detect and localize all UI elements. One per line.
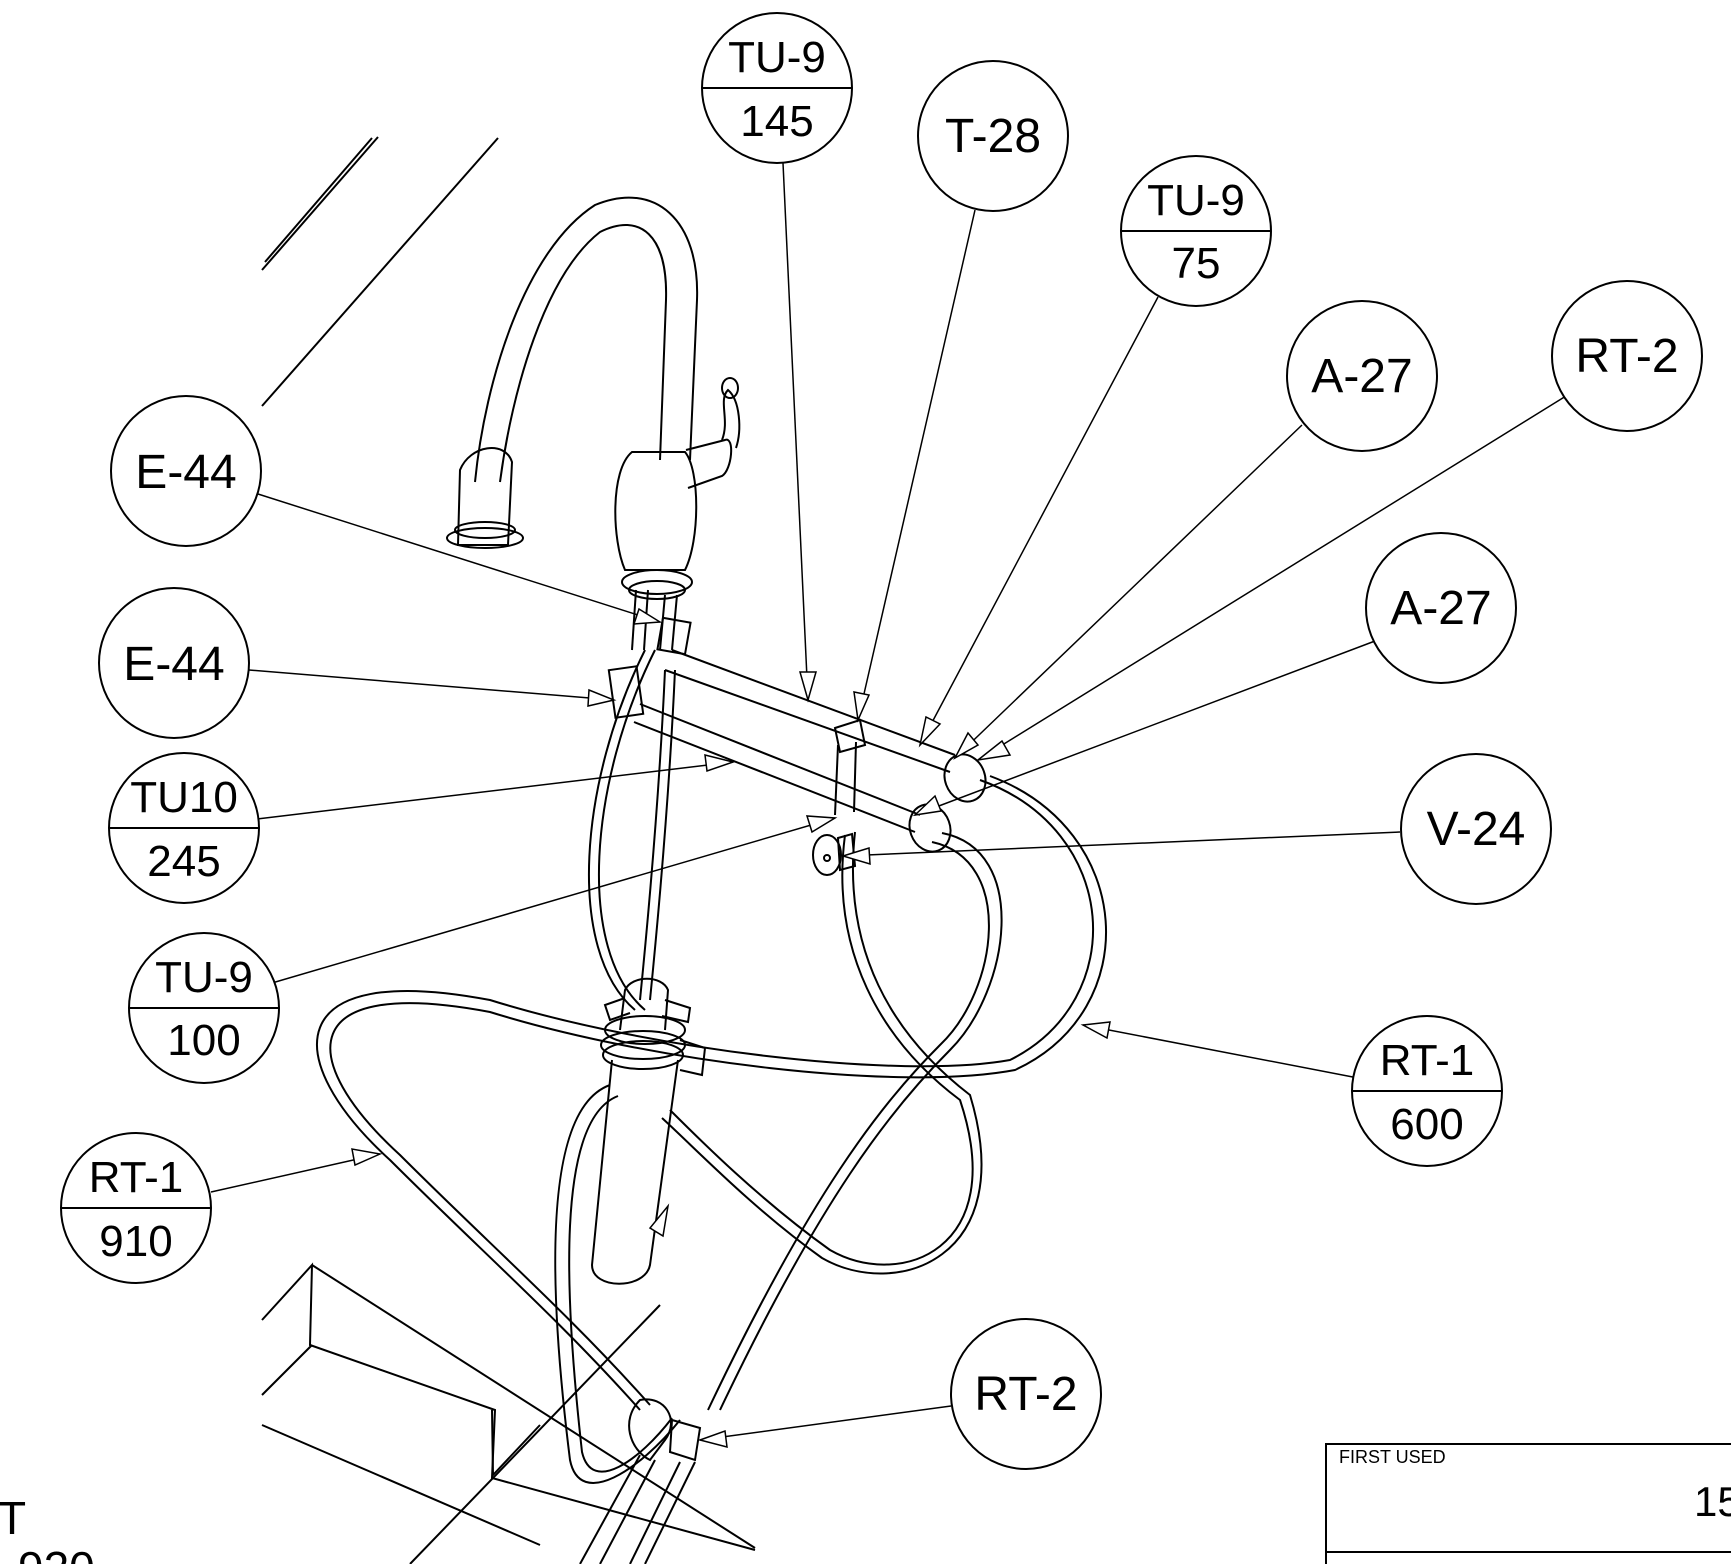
callout-balloon-a27-mid: A-27 xyxy=(1365,532,1517,684)
cut-off-number: 920 xyxy=(18,1542,95,1564)
cabinet-outline xyxy=(261,1262,756,1564)
callout-id: A-27 xyxy=(1390,582,1491,635)
manifold xyxy=(607,649,987,876)
callout-balloon-t28: T-28 xyxy=(917,60,1069,212)
callout-balloon-tu9-145: TU-9 145 xyxy=(701,12,853,164)
callout-id: TU-9 xyxy=(728,33,826,82)
callout-id: E-44 xyxy=(135,446,236,499)
callout-id: TU-9 xyxy=(1147,176,1245,225)
callout-balloon-e44-lower: E-44 xyxy=(98,587,250,739)
callout-balloon-v24: V-24 xyxy=(1400,753,1552,905)
callout-qty: 245 xyxy=(147,837,220,886)
leader-lines xyxy=(210,162,1567,1449)
callout-balloon-a27-top: A-27 xyxy=(1286,300,1438,452)
callout-qty: 600 xyxy=(1390,1100,1463,1149)
first-used-value: 15 xyxy=(1694,1478,1731,1525)
hoses xyxy=(316,649,1107,1484)
callout-id: TU10 xyxy=(130,773,238,822)
callout-qty: 145 xyxy=(740,97,813,146)
callout-id: E-44 xyxy=(123,638,224,691)
callout-id: A-27 xyxy=(1311,350,1412,403)
title-block: FIRST USED 15 xyxy=(1325,1443,1731,1564)
callout-qty: 100 xyxy=(167,1016,240,1065)
callout-id: RT-2 xyxy=(1575,330,1678,383)
callout-id: RT-1 xyxy=(1380,1036,1475,1085)
faucet-spout xyxy=(446,196,699,549)
callout-balloon-rt1-910: RT-1 910 xyxy=(60,1132,212,1284)
callout-balloon-tu9-75: TU-9 75 xyxy=(1120,155,1272,307)
cut-off-label: T 920 xyxy=(0,1492,95,1564)
callout-balloon-e44-upper: E-44 xyxy=(110,395,262,547)
callout-id: RT-1 xyxy=(89,1153,184,1202)
reference-lines xyxy=(261,136,499,407)
callout-id: TU-9 xyxy=(155,953,253,1002)
faucet-body xyxy=(614,377,741,600)
callout-balloon-rt2-bottom: RT-2 xyxy=(950,1318,1102,1470)
callout-balloon-tu10-245: TU10 245 xyxy=(108,752,260,904)
callout-id: RT-2 xyxy=(974,1368,1077,1421)
callout-id: V-24 xyxy=(1427,803,1526,856)
callout-balloon-rt2-top: RT-2 xyxy=(1551,280,1703,432)
callout-balloon-rt1-600: RT-1 600 xyxy=(1351,1015,1503,1167)
cut-off-letter: T xyxy=(0,1492,26,1544)
shank-tubes xyxy=(631,589,692,656)
callout-qty: 910 xyxy=(99,1217,172,1266)
callout-balloon-tu9-100: TU-9 100 xyxy=(128,932,280,1084)
first-used-label: FIRST USED xyxy=(1339,1447,1446,1467)
callout-id: T-28 xyxy=(945,110,1041,163)
filter-cartridge xyxy=(590,977,707,1285)
callout-qty: 75 xyxy=(1172,239,1221,288)
